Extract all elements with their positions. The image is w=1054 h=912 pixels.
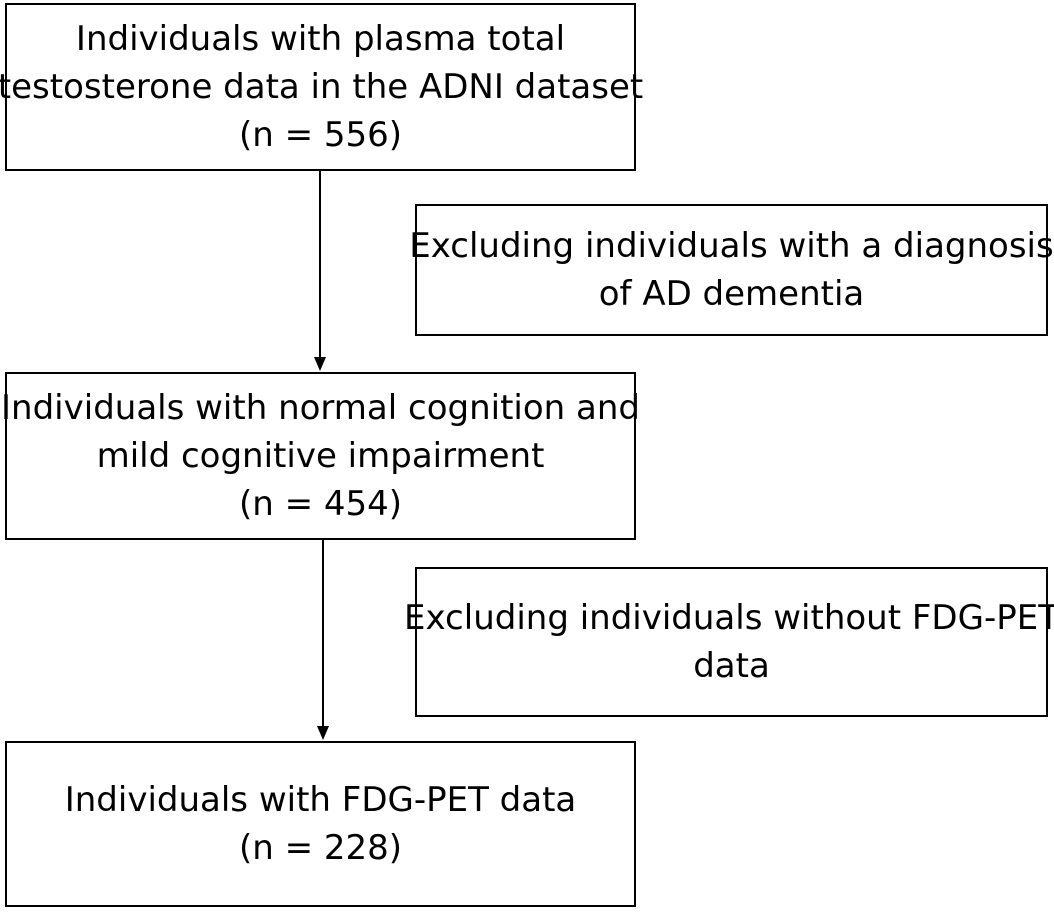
start-box-line1: Individuals with plasma total: [75, 19, 566, 59]
middle-box-count: (n = 454): [238, 484, 403, 524]
exclusion-2-line1: Excluding individuals without FDG-PET: [404, 598, 1054, 638]
exclusion-2-line2: data: [693, 646, 770, 686]
middle-box: Individuals with normal cognition and mi…: [1, 372, 640, 540]
arrowhead-middle-to-final: [317, 726, 329, 740]
middle-box-line1: Individuals with normal cognition and: [1, 388, 640, 428]
exclusion-1-line2: of AD dementia: [598, 274, 865, 314]
start-box-count: (n = 556): [238, 115, 403, 155]
exclusion-box-1: Excluding individuals with a diagnosis o…: [409, 204, 1054, 336]
middle-box-line2: mild cognitive impairment: [96, 436, 545, 476]
final-box-count: (n = 228): [238, 828, 403, 868]
exclusion-1-line1: Excluding individuals with a diagnosis: [409, 226, 1054, 266]
final-box: Individuals with FDG-PET data (n = 228): [5, 741, 636, 907]
arrowhead-start-to-middle: [314, 357, 326, 371]
exclusion-box-2: Excluding individuals without FDG-PET da…: [404, 567, 1054, 717]
start-box: Individuals with plasma total testostero…: [0, 3, 643, 171]
start-box-line2: testosterone data in the ADNI dataset: [0, 67, 644, 107]
final-box-line1: Individuals with FDG-PET data: [64, 780, 577, 820]
